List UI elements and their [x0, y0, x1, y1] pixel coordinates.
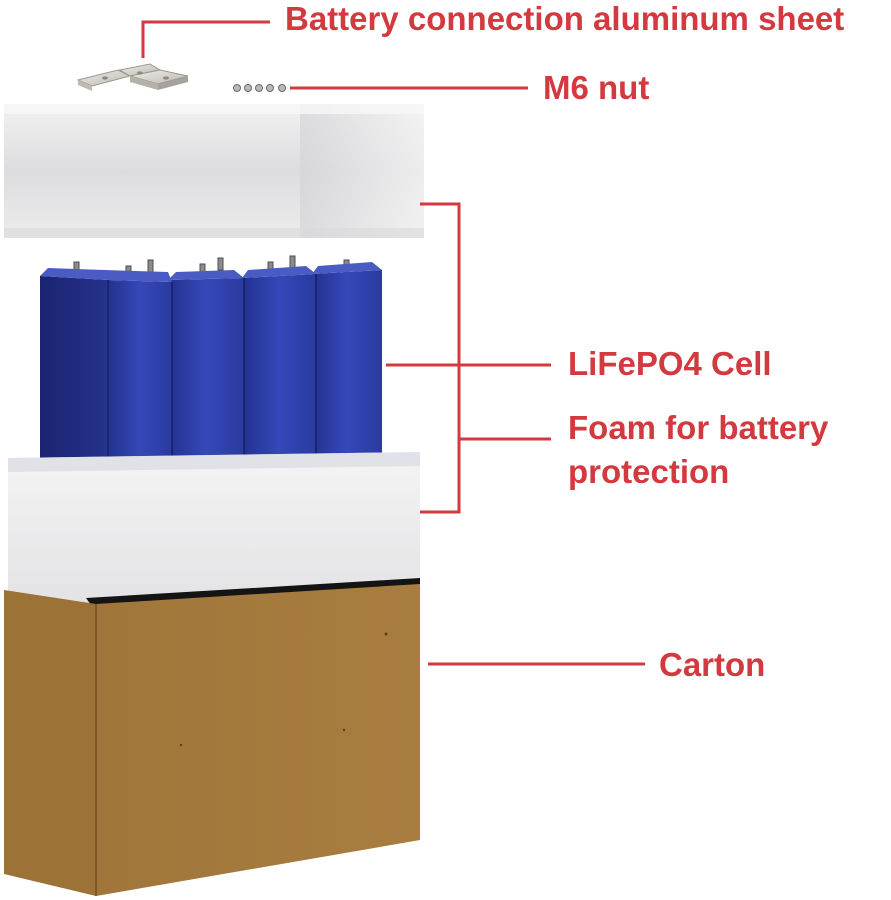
m6-nut-label: M6 nut: [543, 69, 650, 106]
foam-label: Foam for battery protection: [568, 406, 828, 494]
foam-label-line1: Foam for battery: [568, 409, 829, 446]
top-foam: [4, 104, 424, 238]
aluminum-leader: [141, 20, 270, 58]
lifepo4-cell-label: LiFePO4 Cell: [568, 345, 772, 382]
box-icon: [4, 578, 420, 896]
aluminum-sheet-label: Battery connection aluminum sheet: [285, 0, 845, 37]
nut-icon: [233, 84, 286, 92]
foam-label-line2: protection: [568, 453, 730, 490]
aluminum-sheet-icon: [76, 63, 189, 91]
battery-cell-icon: [40, 255, 382, 474]
carton-label: Carton: [659, 646, 766, 683]
leader-lines: [141, 20, 645, 666]
foam-bracket: [420, 202, 461, 514]
